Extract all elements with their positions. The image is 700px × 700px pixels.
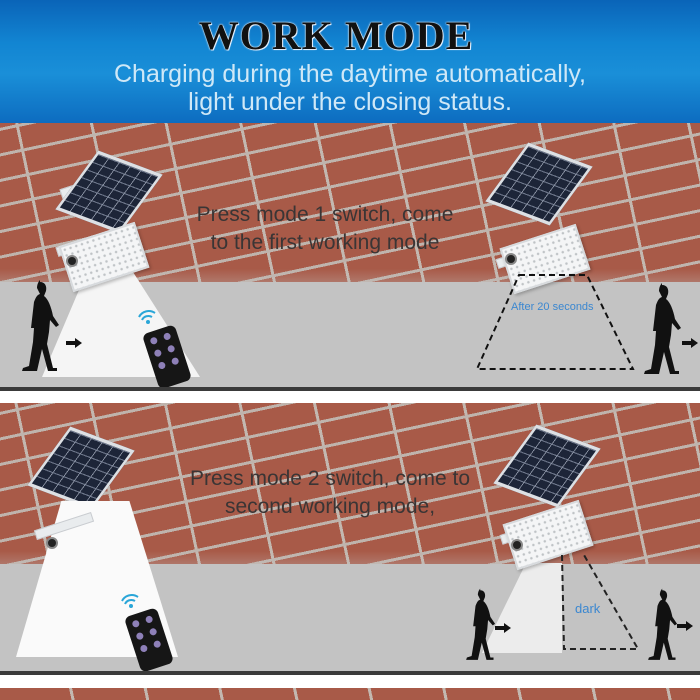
mode-1-description: Press mode 1 switch, come to the first w… — [150, 201, 500, 257]
wifi-signal-icon — [138, 310, 156, 324]
sensor-knob-icon — [505, 253, 517, 265]
header-banner: WORK MODE Charging during the daytime au… — [0, 0, 700, 123]
walking-person-icon — [648, 588, 678, 660]
arrow-right-icon — [682, 338, 698, 348]
mode-1-text-line-2: to the first working mode — [210, 231, 440, 254]
mode-1-panel: Press mode 1 switch, come to the first w… — [0, 123, 700, 388]
mode-1-text-line-1: Press mode 1 switch, come — [196, 203, 454, 226]
sensor-knob-icon — [66, 255, 78, 267]
sensor-knob-icon — [46, 537, 58, 549]
sensor-knob-icon — [511, 539, 523, 551]
section-divider — [0, 387, 700, 391]
arrow-right-icon — [495, 623, 511, 633]
wifi-signal-icon — [121, 594, 139, 608]
header-subtitle: Charging during the daytime automaticall… — [0, 60, 700, 116]
after-20-seconds-label: After 20 seconds — [511, 301, 594, 313]
mode-2-description: Press mode 2 switch, come to second work… — [155, 465, 505, 521]
walking-person-icon — [644, 283, 681, 374]
arrow-right-icon — [66, 338, 82, 348]
mode-2-text-line-2: second working mode, — [224, 495, 436, 518]
inactive-light-cone-outline — [475, 274, 635, 370]
dark-zone-outline — [561, 554, 640, 650]
subtitle-line-2: light under the closing status. — [188, 88, 512, 116]
mode-2-panel: Press mode 2 switch, come to second work… — [0, 403, 700, 672]
next-panel-strip — [0, 688, 700, 700]
mode-2-text-line-1: Press mode 2 switch, come to — [189, 467, 471, 490]
arrow-right-icon — [677, 621, 693, 631]
dark-label: dark — [575, 601, 601, 616]
section-divider — [0, 671, 700, 675]
page-title: WORK MODE — [198, 13, 474, 58]
walking-person-icon — [466, 588, 496, 660]
brick-wall-background — [0, 688, 700, 700]
walking-person-icon — [22, 280, 59, 371]
subtitle-line-1: Charging during the daytime automaticall… — [113, 60, 586, 88]
